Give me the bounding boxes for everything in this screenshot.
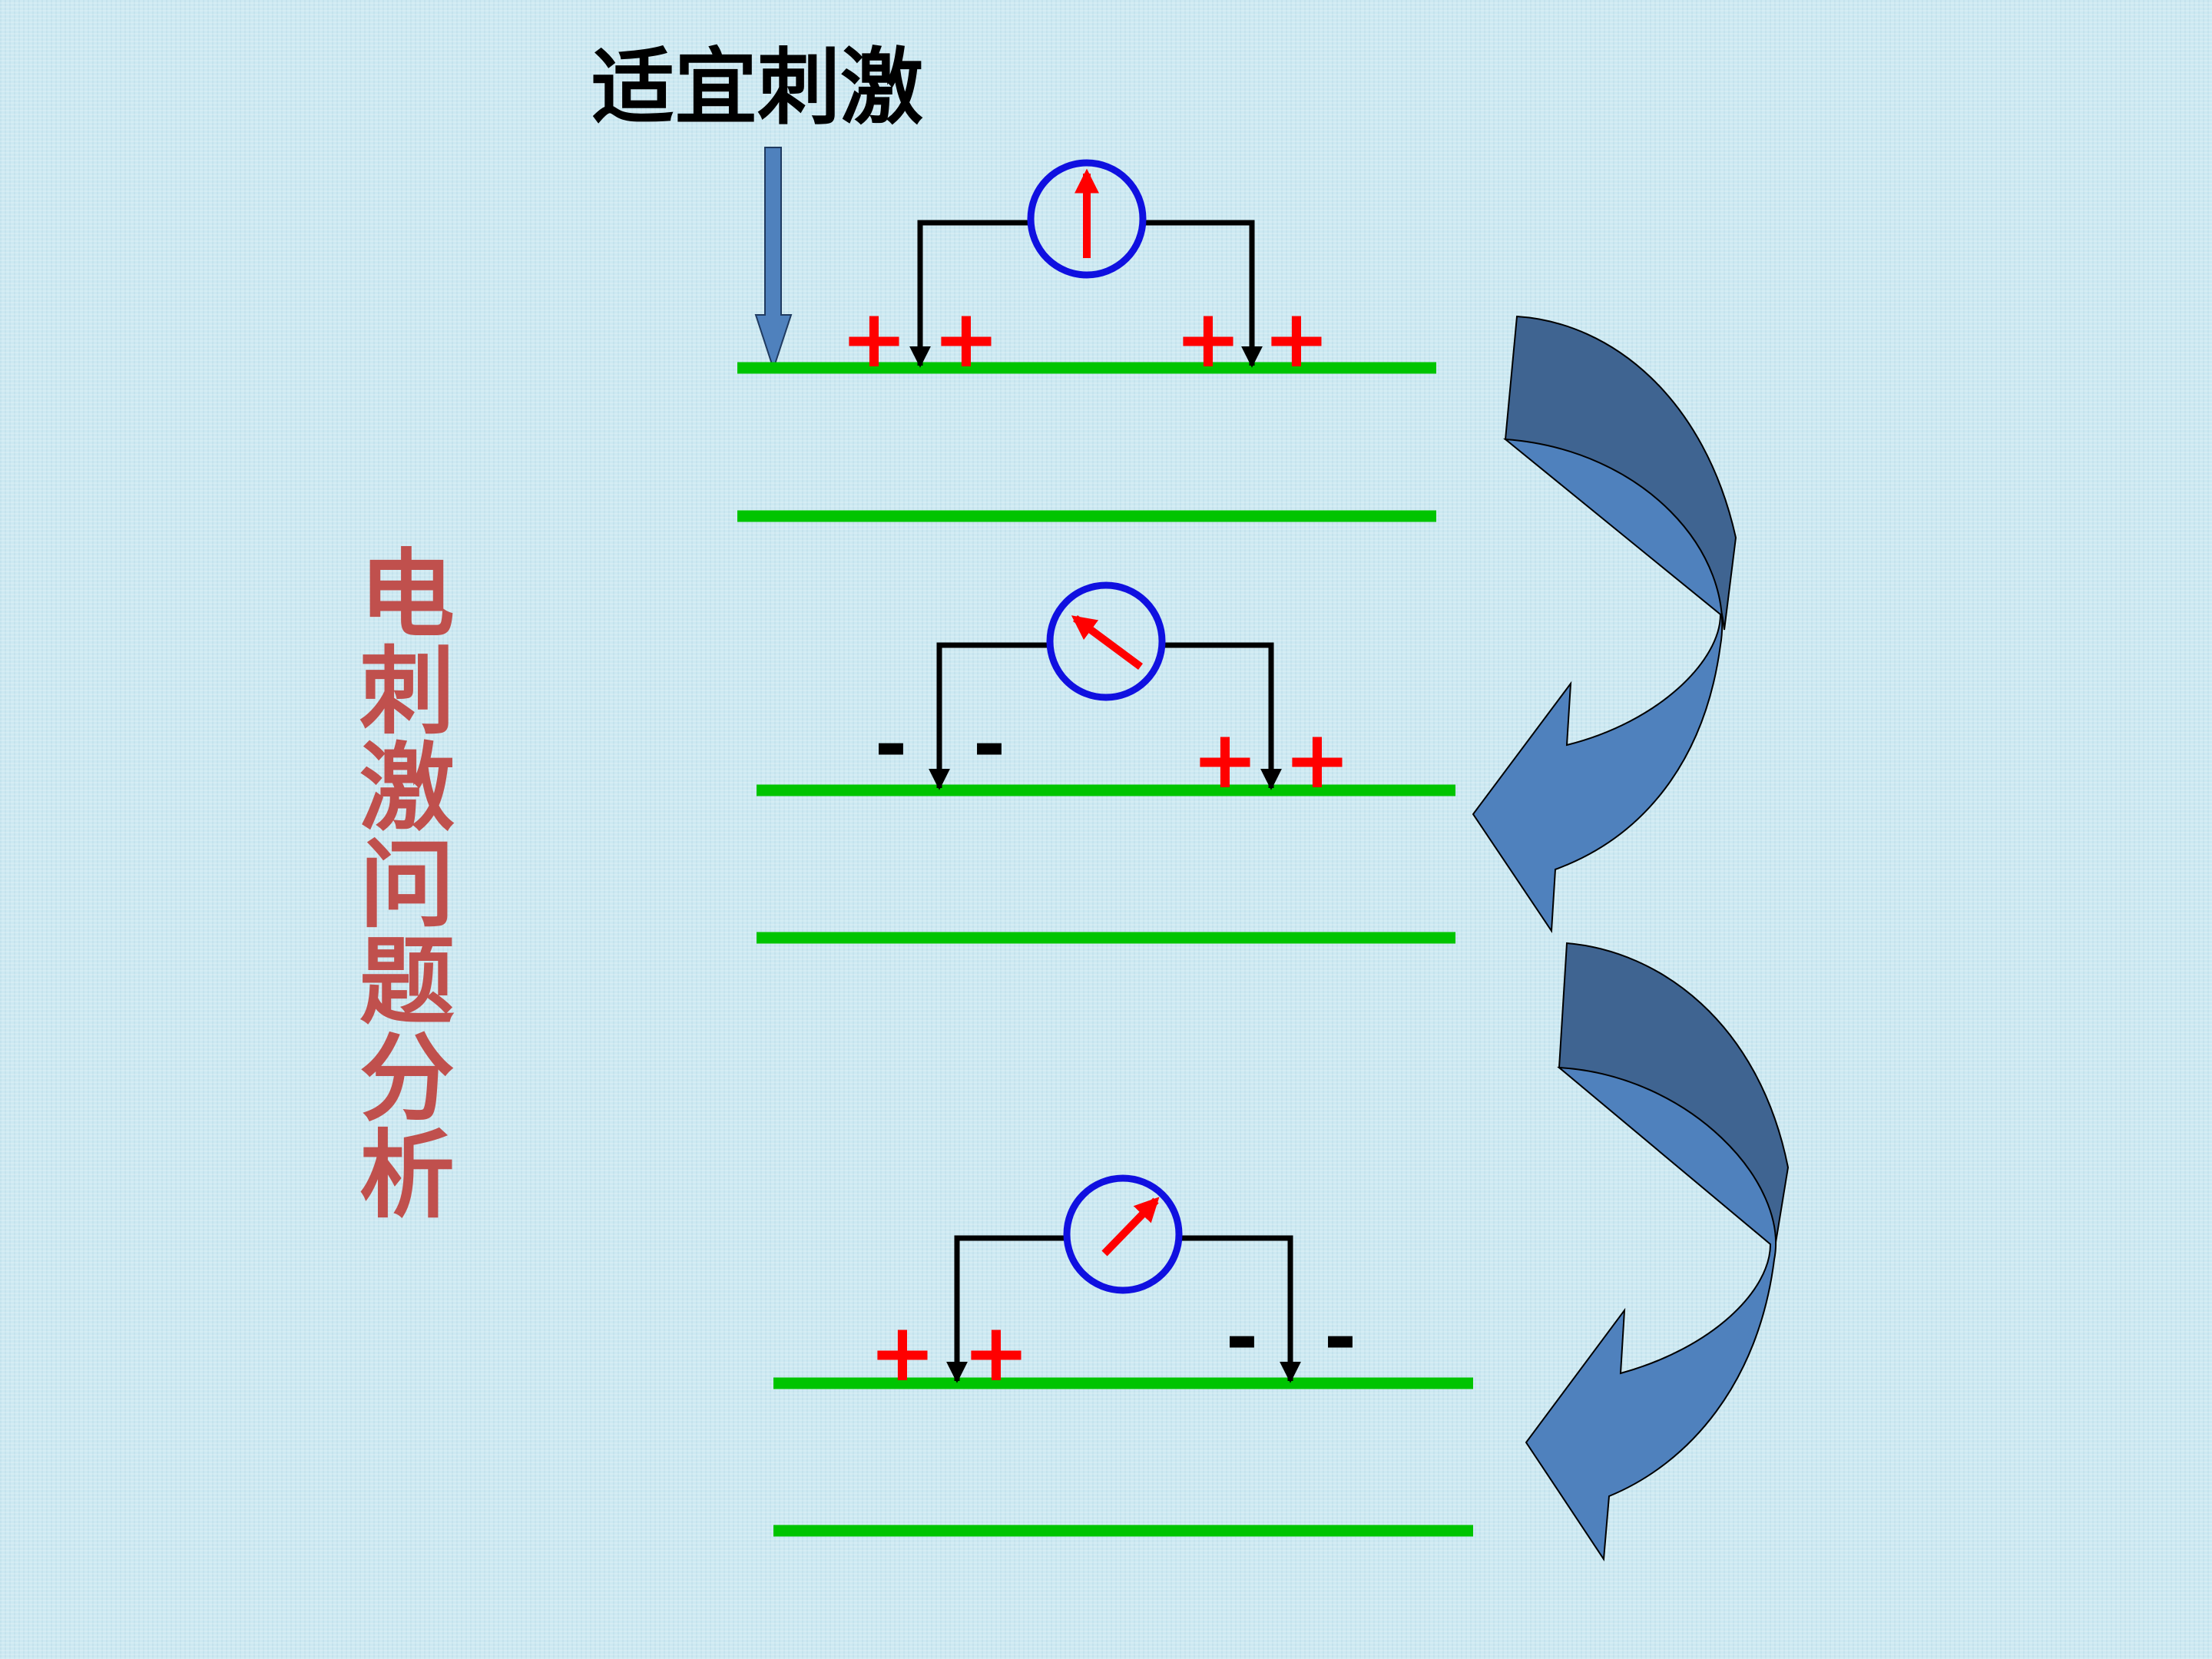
circuit-wire-left — [909, 220, 1031, 368]
charge-sign: + — [962, 1306, 1029, 1399]
circuit-wire-right — [1161, 642, 1282, 790]
side-title: 电刺激问题分析 — [359, 540, 455, 1231]
charge-sign: - — [972, 697, 1005, 791]
galvanometer-needle — [1071, 614, 1143, 671]
panel-1: + + + + — [737, 159, 1436, 522]
charge-sign: + — [1283, 713, 1350, 806]
charge-sign: + — [1191, 713, 1258, 806]
galvanometer — [1046, 581, 1166, 701]
circuit-wire-right — [1142, 220, 1263, 368]
galvanometer-ring — [1046, 581, 1166, 701]
charge-sign: + — [869, 1306, 935, 1399]
charge-sign: + — [1174, 292, 1241, 386]
galvanometer — [1027, 159, 1147, 279]
charge-sign: + — [1263, 292, 1330, 386]
curved-arrow-1 — [1472, 315, 1737, 934]
panel-3: + + - - — [773, 1174, 1473, 1537]
galvanometer-ring — [1063, 1174, 1183, 1294]
stimulus-arrow-shape — [754, 147, 793, 372]
stimulus-title: 适宜刺激 — [591, 40, 924, 136]
circuit-wire-left — [929, 642, 1050, 790]
stimulus-arrow — [754, 147, 793, 372]
curved-arrow-2 — [1525, 942, 1790, 1561]
charge-sign: - — [1225, 1290, 1258, 1384]
charge-sign: - — [1323, 1290, 1356, 1384]
charge-sign: + — [840, 292, 907, 386]
curved-arrow-1-front — [1472, 438, 1724, 934]
galvanometer — [1063, 1174, 1183, 1294]
curved-arrow-2-front — [1525, 1066, 1777, 1561]
panel-2: - - + + — [757, 581, 1455, 944]
galvanometer-needle — [1101, 1197, 1160, 1257]
circuit-wire-right — [1179, 1235, 1301, 1383]
galvanometer-ring — [1027, 159, 1147, 279]
charge-sign: + — [932, 292, 999, 386]
circuit-wire-left — [946, 1235, 1068, 1383]
charge-sign: - — [874, 697, 907, 791]
